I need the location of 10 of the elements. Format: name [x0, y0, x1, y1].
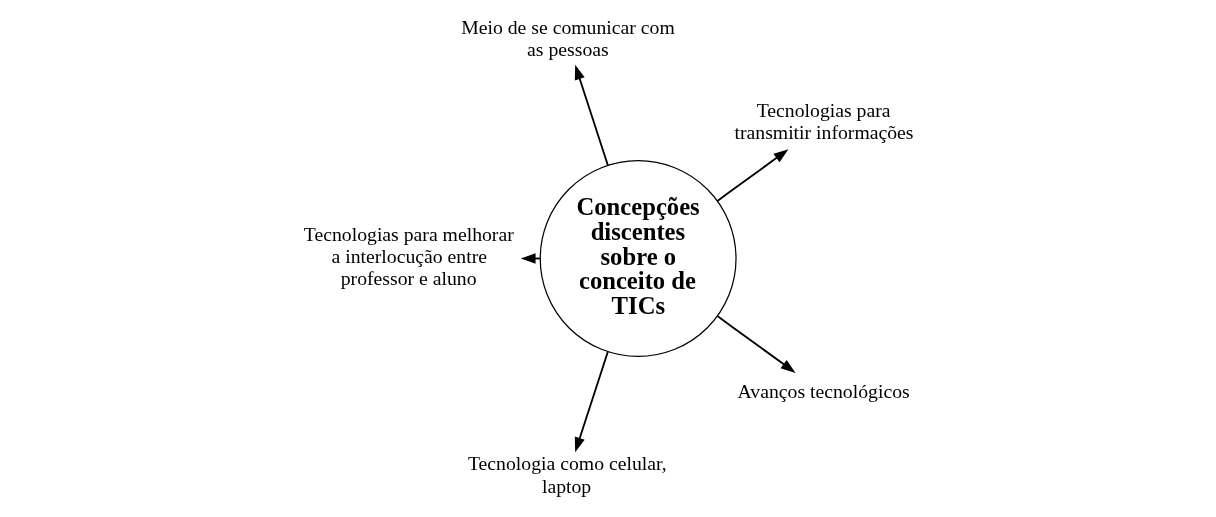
node-text: Tecnologias para melhorar a interlocução entre professor e aluno [303, 223, 514, 290]
node-text: Tecnologias para transmitir informações [733, 99, 914, 144]
arrow [716, 315, 796, 373]
arrow [574, 350, 609, 453]
node-text: Meio de se comunicar com as pessoas [460, 15, 675, 60]
arrow [574, 64, 609, 167]
node-text: Avanços tecnológicos [737, 380, 910, 403]
node-text: Tecnologia como celular, laptop [467, 452, 667, 497]
node-circle: Concepções discentes sobre o conceito de TICs [539, 160, 737, 357]
arrow [716, 149, 788, 202]
